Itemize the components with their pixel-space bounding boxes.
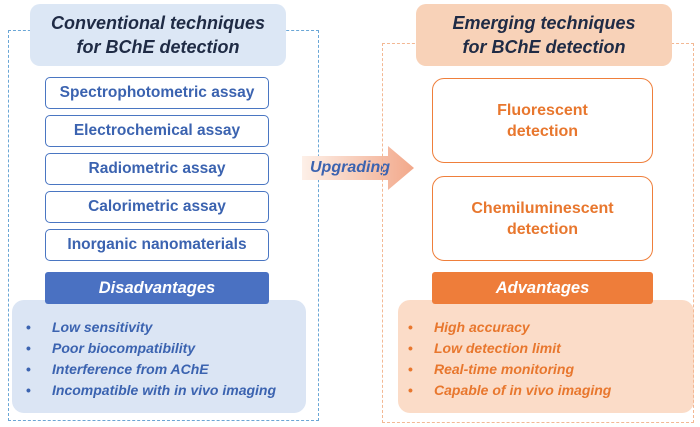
method-label: Inorganic nanomaterials — [67, 236, 247, 253]
bullet-icon: • — [408, 360, 413, 377]
list-item: • Low detection limit — [408, 337, 688, 358]
list-item: • Poor biocompatibility — [26, 337, 316, 358]
technique-label-line1: Chemiluminescent — [471, 199, 614, 217]
method-box-inorganic-nanomaterials: Inorganic nanomaterials — [45, 229, 269, 261]
method-label: Radiometric assay — [88, 160, 226, 177]
method-label: Calorimetric assay — [88, 198, 226, 215]
disadvantages-label: Disadvantages — [98, 278, 216, 297]
advantage-text: Real-time monitoring — [434, 360, 575, 377]
method-box-radiometric: Radiometric assay — [45, 153, 269, 185]
bullet-icon: • — [26, 339, 31, 356]
list-item: • Real-time monitoring — [408, 358, 688, 379]
advantages-label: Advantages — [495, 278, 590, 297]
bullet-icon: • — [408, 318, 413, 335]
technique-label-line2: detection — [506, 122, 579, 140]
conventional-title: Conventional techniques for BChE detecti… — [30, 4, 286, 66]
upgrading-arrow-icon — [302, 146, 414, 190]
list-item: • Capable of in vivo imaging — [408, 379, 688, 400]
technique-label-line2: detection — [506, 220, 579, 238]
disadvantage-text: Incompatible with in vivo imaging — [52, 381, 277, 398]
disadvantage-text: Low sensitivity — [52, 318, 153, 335]
bullet-icon: • — [26, 381, 31, 398]
method-box-calorimetric: Calorimetric assay — [45, 191, 269, 223]
disadvantages-header: Disadvantages — [45, 272, 269, 304]
advantage-text: Capable of in vivo imaging — [434, 381, 612, 398]
technique-box-fluorescent: Fluorescent detection — [432, 78, 653, 163]
list-item: • High accuracy — [408, 316, 688, 337]
technique-label-line1: Fluorescent — [497, 101, 588, 119]
advantage-text: High accuracy — [434, 318, 530, 335]
conventional-title-line2: for BChE detection — [76, 37, 240, 57]
method-label: Electrochemical assay — [73, 122, 241, 139]
upgrading-label: Upgrading — [310, 159, 390, 176]
bullet-icon: • — [408, 381, 413, 398]
list-item: • Interference from AChE — [26, 358, 316, 379]
disadvantage-text: Poor biocompatibility — [52, 339, 196, 356]
technique-box-chemiluminescent: Chemiluminescent detection — [432, 176, 653, 261]
method-box-spectrophotometric: Spectrophotometric assay — [45, 77, 269, 109]
emerging-title: Emerging techniques for BChE detection — [416, 4, 672, 66]
method-box-electrochemical: Electrochemical assay — [45, 115, 269, 147]
conventional-title-line1: Conventional techniques — [50, 13, 266, 33]
disadvantage-text: Interference from AChE — [52, 360, 209, 377]
list-item: • Low sensitivity — [26, 316, 316, 337]
bullet-icon: • — [26, 318, 31, 335]
method-label: Spectrophotometric assay — [59, 84, 255, 101]
advantages-header: Advantages — [432, 272, 653, 304]
advantages-list: • High accuracy • Low detection limit • Rea… — [408, 316, 688, 400]
disadvantages-list: •Low sensitivity •Poor biocompatibility … — [26, 316, 316, 400]
bullet-icon: • — [408, 339, 413, 356]
emerging-title-line2: for BChE detection — [462, 37, 626, 57]
list-item: • Incompatible with in vivo imaging — [26, 379, 316, 400]
emerging-title-line1: Emerging techniques — [452, 13, 636, 33]
bullet-icon: • — [26, 360, 31, 377]
advantage-text: Low detection limit — [434, 339, 561, 356]
